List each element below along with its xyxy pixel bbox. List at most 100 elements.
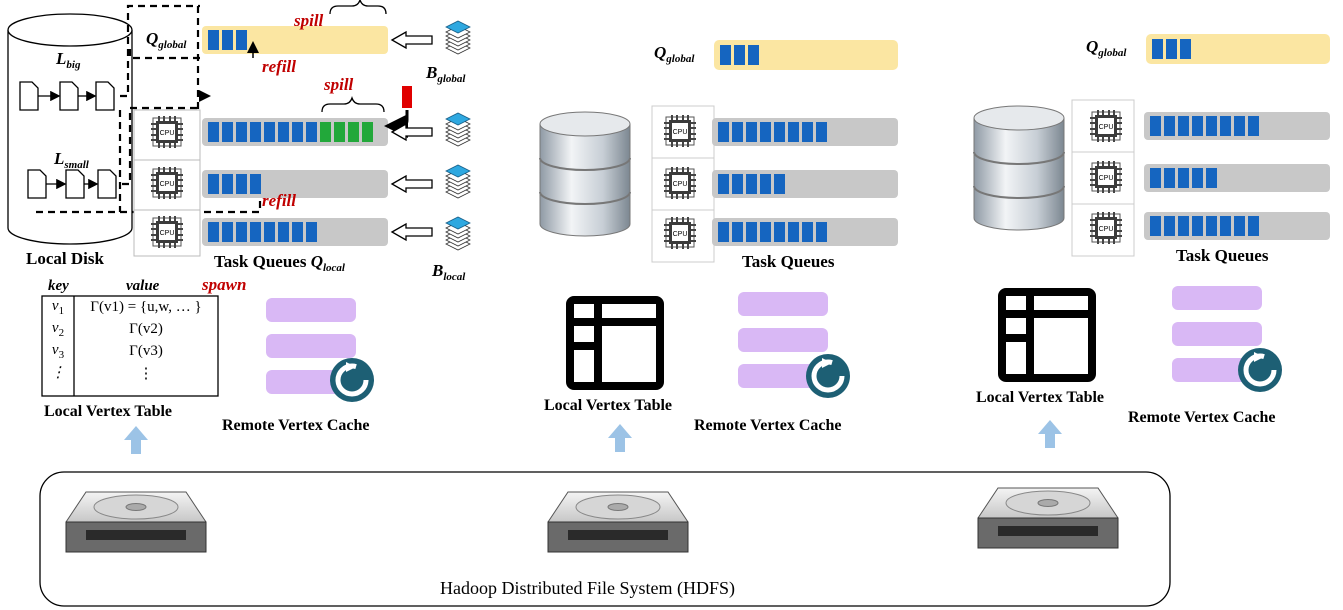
task-block [816,122,827,142]
task-block [278,122,289,142]
local-vertex-table-label: Local Vertex Table [976,389,1105,406]
task-block [746,174,757,194]
b-global-label: Bglobal [426,63,466,85]
cpu-icon [150,215,184,249]
spawn-label: spawn [202,275,247,294]
cycle-icon [806,354,850,398]
batch-stack-icon [445,216,471,251]
hard-drive-icon [65,491,207,553]
local-disk-cylinder [7,13,133,245]
task-block [1234,116,1245,136]
push-arrow [391,223,433,241]
task-block [334,122,345,142]
spill-brace [321,95,385,113]
key-header: key [48,278,69,294]
task-block [264,122,275,142]
task-block [1166,39,1177,59]
local-disk-label: Local Disk [26,249,104,268]
task-block [222,222,233,242]
database-icon [539,111,631,237]
task-block [1180,39,1191,59]
task-block [236,122,247,142]
task-block [1220,116,1231,136]
task-block [1164,168,1175,188]
task-block [1220,216,1231,236]
upload-arrow-icon [124,426,148,454]
task-block [788,222,799,242]
l-small-label: Lsmall [54,149,89,171]
batch-stack-icon [445,20,471,55]
task-block [732,122,743,142]
task-block [760,222,771,242]
spawn-arrow [384,110,409,138]
vertex-value-cell: Γ(v3) [129,342,163,359]
task-block [222,174,233,194]
task-block [1150,168,1161,188]
global-queue-tasks [208,30,247,50]
vertex-key-cell: v3 [51,341,65,361]
local-queue-bar [1144,164,1330,192]
task-block [1178,168,1189,188]
upload-arrow-icon [1038,420,1062,448]
task-block [1206,116,1217,136]
task-block [1234,216,1245,236]
remote-vertex-cache-label: Remote Vertex Cache [694,417,842,434]
task-block [802,122,813,142]
cpu-icon [663,114,697,148]
task-block [746,122,757,142]
task-block [760,174,771,194]
cycle-icon [330,358,374,402]
local-vertex-table-label: Local Vertex Table [544,397,673,414]
remote-vertex-cache-label: Remote Vertex Cache [1128,409,1276,426]
task-block [732,222,743,242]
local-queue-tasks [1150,116,1259,236]
task-block [250,222,261,242]
l-big-label: Lbig [56,49,81,71]
remote-vertex-cache-label: Remote Vertex Cache [222,417,370,434]
task-block [306,122,317,142]
task-block [734,45,745,65]
q-global-label: Qglobal [146,29,187,51]
local-queue-tasks [718,122,827,242]
task-block [1192,116,1203,136]
cpu-icon [150,166,184,200]
remote-cache-icon [266,298,374,402]
cpu-icon [663,216,697,250]
task-block [208,122,219,142]
remote-cache-icon [1172,286,1282,392]
cpu-icon [1089,211,1123,245]
push-arrow [391,175,433,193]
vertex-table-border [41,295,219,397]
task-block [362,122,373,142]
task-block [732,174,743,194]
task-block [774,222,785,242]
local-queue-tasks [208,122,373,242]
task-block [1178,216,1189,236]
cpu-icon [1089,160,1123,194]
task-block [1178,116,1189,136]
global-queue-bar [1146,34,1330,64]
cpu-icon [1089,109,1123,143]
task-block [1206,216,1217,236]
task-block [720,45,731,65]
vertex-key-cell: ⋮ [50,365,66,381]
cpu-group-node1 [133,109,201,257]
batch-stack-icon [445,112,471,147]
task-block [208,30,219,50]
table-row: v3 Γ(v3) [42,340,218,362]
vertex-value-cell: Γ(v2) [129,320,163,337]
task-block [278,222,289,242]
refill-label: refill [262,191,296,210]
task-block [1164,116,1175,136]
task-block [236,174,247,194]
task-block [264,222,275,242]
upload-arrow-icon [608,424,632,452]
task-block [1192,216,1203,236]
cpu-icon [663,166,697,200]
task-block [1206,168,1217,188]
task-block [746,222,757,242]
task-block [748,45,759,65]
b-local-label: Blocal [432,261,466,283]
